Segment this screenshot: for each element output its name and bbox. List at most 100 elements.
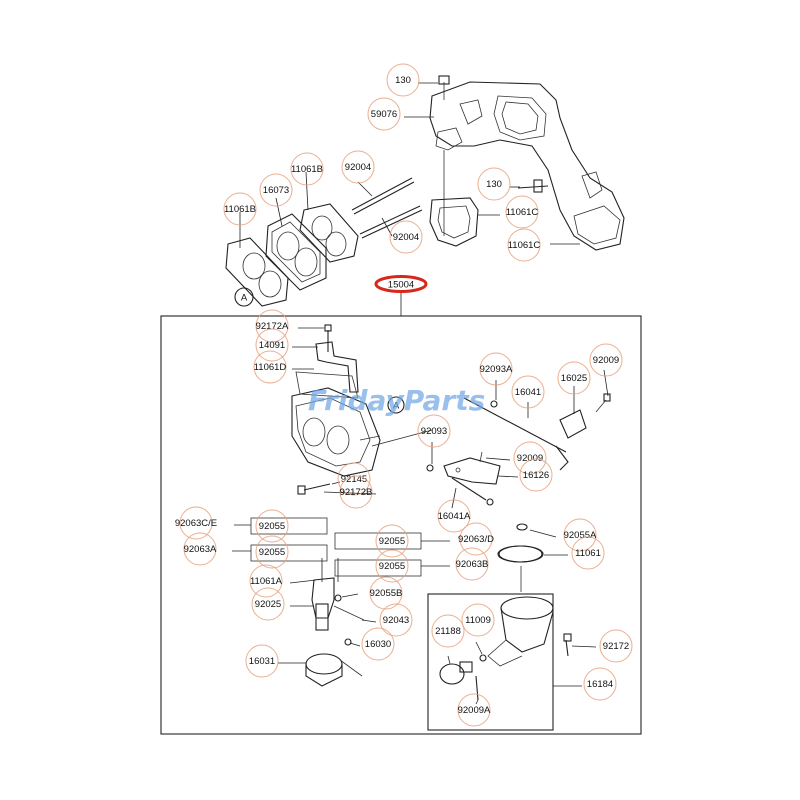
part-label-92009a: 92009A [457,693,491,727]
label-ring [386,63,420,97]
part-label-11061b: 11061B [290,152,324,186]
label-ring [255,309,289,343]
carburetor-body [291,387,433,477]
part-number-text: 92093 [421,426,447,437]
float-needle [311,577,365,646]
part-number-text: 92172 [603,641,629,652]
part-label-92063c-e: 92063C/E [175,506,217,540]
part-number-text: 92172A [256,321,289,332]
part-label-92025: 92025 [251,587,285,621]
part-label-92093: 92093 [417,414,451,448]
part-label-16041: 16041 [511,375,545,409]
part-number-text: 92055B [370,588,403,599]
callout-a-upper: A [234,287,254,307]
part-number-text: 92055 [259,521,285,532]
part-label-130: 130 [477,167,511,201]
label-ring [507,228,541,262]
label-ring [563,518,597,552]
part-label-14091: 14091 [255,328,289,362]
label-ring [259,173,293,207]
part-label-130: 130 [386,63,420,97]
part-number-text: 16041A [438,511,471,522]
label-ring [255,509,289,543]
part-number-text: 11061C [508,240,541,251]
part-number-text: 92063/D [458,534,494,545]
part-number-text: 92172B [340,487,373,498]
part-label-11061c: 11061C [505,195,539,229]
float-chamber-frame [427,593,554,731]
label-ring [341,150,375,184]
part-number-text: 92009 [593,355,619,366]
label-ring [251,587,285,621]
label-ring [179,506,213,540]
label-ring [505,195,539,229]
label-ring [477,167,511,201]
part-label-92055: 92055 [375,524,409,558]
bracket-14091 [295,324,359,399]
part-label-16041a: 16041A [437,499,471,533]
intake-manifold [429,75,625,251]
part-number-text: 16126 [523,470,549,481]
part-label-92004: 92004 [389,220,423,254]
label-ring [511,375,545,409]
part-number-text: 16030 [365,639,391,650]
label-ring [379,603,413,637]
part-number-text: 92055 [379,536,405,547]
part-number-text: 11009 [465,615,491,626]
gasket-11061b-front [225,237,289,307]
part-number-text: 92055 [259,547,285,558]
part-label-16025: 16025 [557,361,591,395]
part-number-text: 16184 [587,679,613,690]
part-label-92055b: 92055B [369,576,403,610]
label-ring [389,220,423,254]
label-ring [223,192,257,226]
label-ring [437,499,471,533]
part-label-92063-d: 92063/D [458,522,494,556]
part-label-92093a: 92093A [479,352,513,386]
part-label-11009: 11009 [461,603,495,637]
stud-92004 [351,177,423,239]
callout-a-letter: A [393,401,400,412]
part-number-text: 16041 [515,387,541,398]
label-ring [183,532,217,566]
part-label-11061d: 11061D [253,350,287,384]
part-label-92063b: 92063B [455,547,489,581]
part-label-92055: 92055 [255,509,289,543]
part-number-text: 11061 [575,548,601,559]
part-number-text: 11061B [291,164,323,175]
part-label-92172: 92172 [599,629,633,663]
washer-92055a [516,523,528,531]
label-ring [417,414,451,448]
part-number-text: 92004 [393,232,419,243]
label-ring [339,475,373,509]
float-16031 [305,653,363,687]
part-label-16030: 16030 [361,627,395,661]
label-ring [290,152,324,186]
spacer-16073 [265,213,327,291]
label-ring [255,328,289,362]
part-number-text: 92043 [383,615,409,626]
part-number-text: 14091 [259,340,285,351]
part-number-text: 16025 [561,373,587,384]
watermark-text: FridayParts [308,384,485,417]
label-ring [455,547,489,581]
leader-lines [232,82,609,705]
part-number-text: 92009 [517,453,543,464]
assembly-number: 15004 [388,280,414,291]
label-ring [255,535,289,569]
label-ring [369,576,403,610]
label-ring [571,536,605,570]
part-label-11061a: 11061A [249,564,283,598]
part-number-text: 11061B [224,204,256,215]
part-number-text: 92009A [458,705,491,716]
callout-a-lower: A [387,396,405,414]
part-number-text: 92063A [184,544,217,555]
part-number-text: 21188 [435,626,461,637]
label-ring [361,627,395,661]
part-number-text: 92063B [456,559,489,570]
choke-linkage [463,393,611,471]
part-label-11061b: 11061B [223,192,257,226]
part-label-92055: 92055 [255,535,289,569]
